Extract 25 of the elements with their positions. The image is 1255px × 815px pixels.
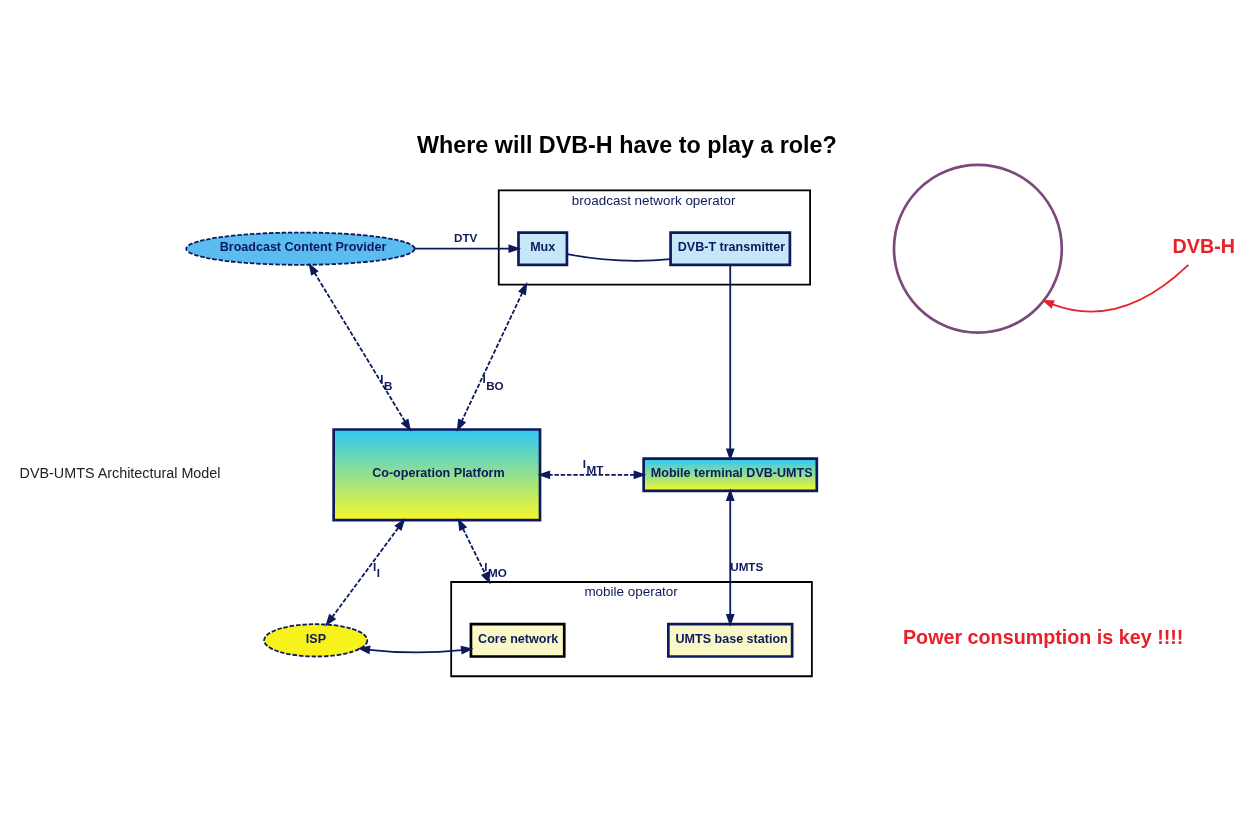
arrow	[725, 488, 735, 627]
arrow	[1041, 263, 1190, 313]
node-box: DVB-T transmitter	[669, 231, 792, 267]
node-box: Mobile terminal DVB-UMTS	[642, 457, 819, 493]
node-box: Co-operation Platform	[332, 428, 542, 522]
label: Power consumption is key !!!!	[902, 626, 1184, 649]
arrow	[308, 262, 412, 432]
connector	[566, 253, 672, 262]
arrow	[456, 282, 528, 432]
arrow	[537, 470, 647, 480]
node-box: UMTS base station	[667, 622, 794, 658]
arrow	[413, 244, 522, 254]
edge-label: DTV	[454, 230, 478, 244]
arrow	[357, 645, 474, 655]
arrow	[725, 264, 735, 462]
node-ellipse: Broadcast Content Provider	[185, 231, 416, 266]
diagram-title: Where will DVB-H have to play a role?	[417, 131, 837, 158]
node-box: Mux	[517, 231, 569, 267]
node-text: DVB-H	[1172, 234, 1236, 257]
node-box: Core network	[469, 622, 566, 658]
edge-label: UMTS	[730, 559, 764, 573]
arrow	[325, 518, 406, 627]
node-circle	[892, 163, 1064, 334]
arrow	[457, 518, 491, 585]
label: DVB-UMTS Architectural Model	[19, 465, 221, 482]
